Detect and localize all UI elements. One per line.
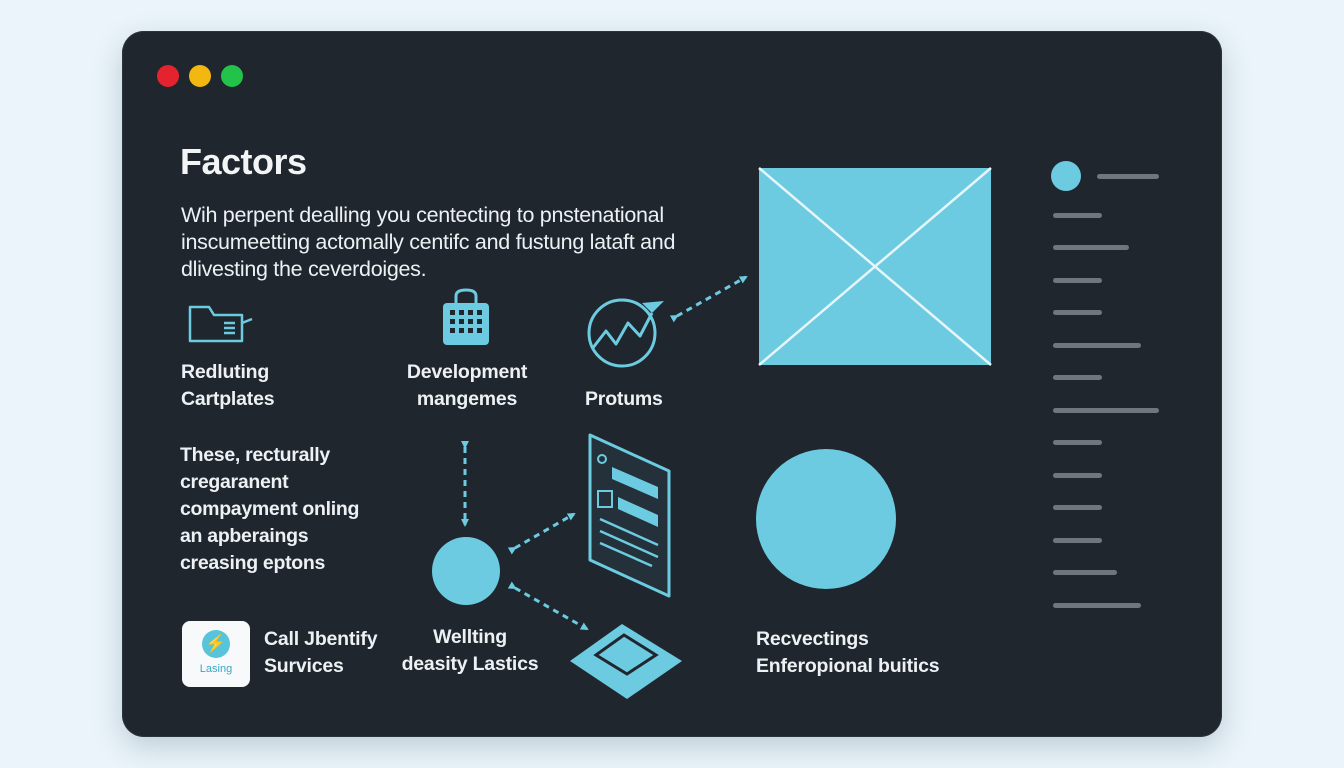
lightning-icon: ⚡ xyxy=(202,630,230,658)
sidebar-line xyxy=(1097,174,1159,179)
image-placeholder xyxy=(758,167,992,366)
app-icon-caption: Lasing xyxy=(199,663,233,675)
minimize-button[interactable] xyxy=(189,65,211,87)
connector-arrow xyxy=(669,275,748,323)
feature-label-protums: Protums xyxy=(585,388,663,410)
feature-label-redluting: Redluting Cartplates xyxy=(181,361,275,410)
connector-arrow xyxy=(507,512,576,555)
node-circle xyxy=(432,537,500,605)
document-icon xyxy=(588,433,671,598)
large-circle xyxy=(756,449,896,589)
sidebar-line xyxy=(1053,570,1117,575)
sidebar-line xyxy=(1053,538,1102,543)
sidebar-line xyxy=(1053,310,1102,315)
sidebar-line xyxy=(1053,245,1129,250)
sidebar-avatar xyxy=(1051,161,1081,191)
app-window: Factors Wih perpent dealling you centect… xyxy=(122,31,1222,737)
close-button[interactable] xyxy=(157,65,179,87)
diagram-label: Wellting deasity Lastics xyxy=(401,626,539,675)
sidebar-line xyxy=(1053,603,1141,608)
sidebar-line xyxy=(1053,213,1102,218)
diagram-canvas xyxy=(188,161,1081,699)
page-description: Wih perpent dealling you centecting to p… xyxy=(181,203,676,281)
feature-label-development: Development mangemes xyxy=(406,361,528,410)
app-label: Call Jbentify Survices xyxy=(264,628,378,677)
sidebar-line xyxy=(1053,473,1102,478)
sidebar-line xyxy=(1053,278,1102,283)
connector-arrow xyxy=(507,581,589,631)
page-title: Factors xyxy=(180,141,307,182)
sidebar-line xyxy=(1053,343,1141,348)
sidebar-line xyxy=(1053,440,1102,445)
app-icon[interactable]: ⚡ Lasing xyxy=(182,621,250,687)
info-paragraph: These, recturally cregaranent compayment… xyxy=(180,444,360,574)
diamond-chip-icon xyxy=(570,624,682,699)
lock-icon xyxy=(443,288,489,345)
folder-icon xyxy=(188,305,253,343)
sidebar-line xyxy=(1053,408,1159,413)
sidebar-line xyxy=(1053,505,1102,510)
maximize-button[interactable] xyxy=(221,65,243,87)
growth-chart-icon xyxy=(587,298,664,368)
sidebar-line xyxy=(1053,375,1102,380)
diagram-right-label: Recvectings Enferopional buitics xyxy=(756,628,940,677)
